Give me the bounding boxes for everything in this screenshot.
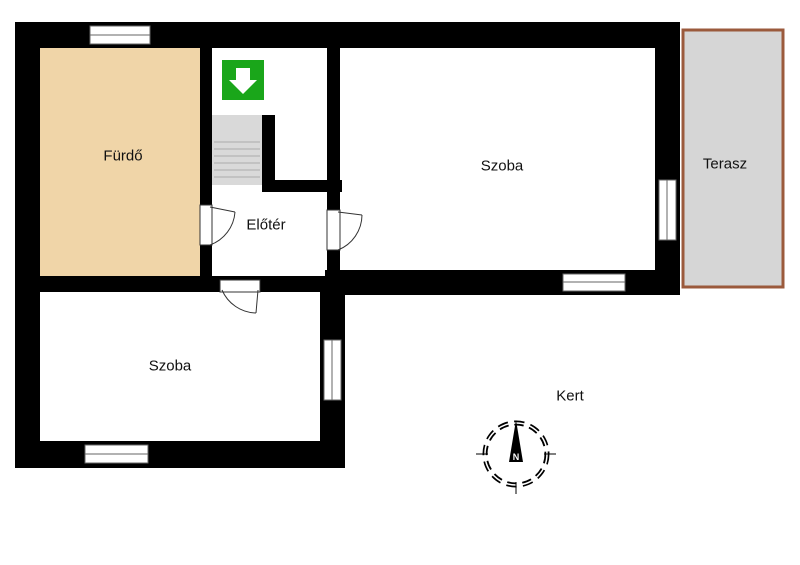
room-label-large-room: Szoba bbox=[480, 157, 524, 175]
stairs bbox=[212, 115, 262, 185]
bathroom-floor bbox=[40, 48, 200, 276]
doors bbox=[199, 204, 363, 314]
room-label-bathroom: Fürdő bbox=[103, 147, 143, 165]
terrace-floor bbox=[681, 28, 785, 289]
exit-sign-icon bbox=[222, 60, 264, 100]
room-label-small-room: Szoba bbox=[148, 357, 192, 375]
room-label-terrace: Terasz bbox=[702, 155, 748, 173]
windows bbox=[84, 25, 677, 464]
stair-steps bbox=[214, 141, 260, 178]
compass-icon bbox=[476, 420, 556, 494]
room-label-hallway: Előtér bbox=[246, 216, 286, 234]
compass-north-label: N bbox=[513, 452, 520, 462]
area-label-garden: Kert bbox=[556, 387, 584, 405]
